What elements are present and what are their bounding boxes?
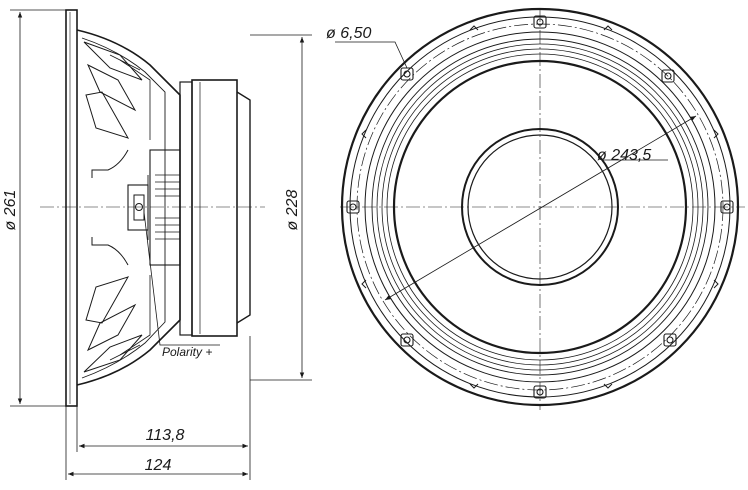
side-dimensions <box>10 9 312 480</box>
bolt-circle <box>356 23 724 391</box>
surround-ring <box>371 38 709 376</box>
magnet-assembly <box>179 79 251 337</box>
polarity-leader <box>143 211 220 346</box>
mount-hole-leader <box>335 41 408 69</box>
outer-frame-ring <box>340 7 740 407</box>
mounting-flange <box>65 9 78 407</box>
front-view <box>335 7 745 410</box>
magnet-dia-label: ø 228 <box>284 189 301 230</box>
frame-dia-label: ø 261 <box>2 190 19 231</box>
frame-notches <box>361 25 719 389</box>
mounting-holes <box>346 15 734 399</box>
upper-basket-spokes <box>83 41 151 178</box>
terminal-block <box>127 149 181 266</box>
mount-hole-dia-label: ø 6,50 <box>326 25 371 42</box>
bolt-circle-dia-leader <box>384 115 697 301</box>
polarity-label: Polarity + <box>162 345 212 359</box>
bolt-circle-dia-label: ø 243,5 <box>597 147 651 164</box>
side-view <box>40 9 265 407</box>
depth-body-label: 113,8 <box>146 427 185 444</box>
depth-total-label: 124 <box>145 457 172 474</box>
lower-basket-spokes <box>83 237 151 373</box>
